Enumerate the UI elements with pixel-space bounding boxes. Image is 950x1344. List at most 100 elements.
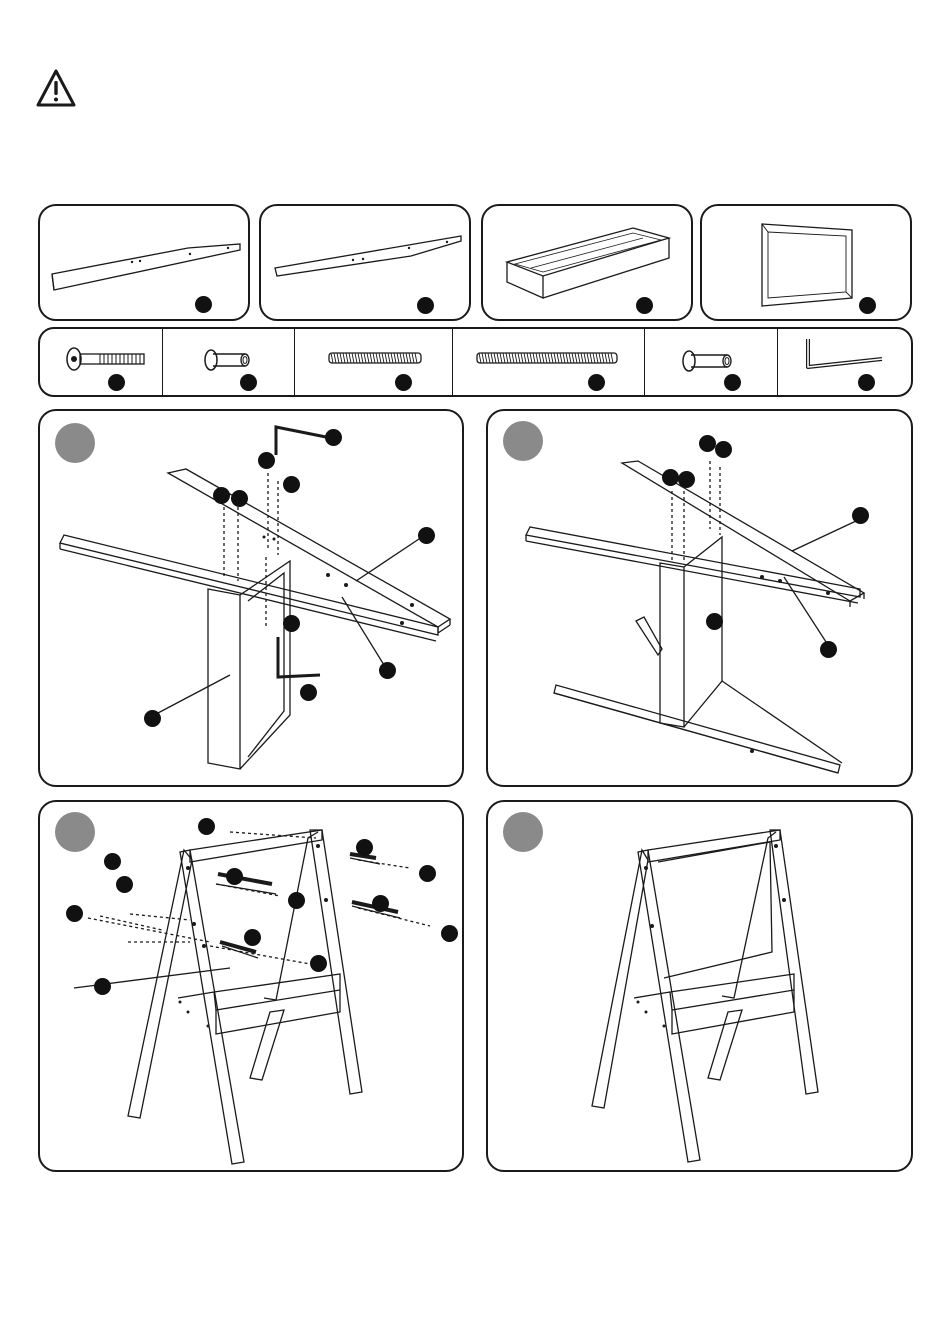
hardware-row (38, 327, 913, 397)
thread-mark (566, 353, 568, 363)
thread-mark (500, 353, 502, 363)
thread-mark (331, 353, 333, 363)
thread-mark (494, 353, 496, 363)
part-marker (662, 469, 679, 486)
warning-triangle-icon (35, 68, 77, 108)
thread-mark (394, 353, 396, 363)
part-marker (244, 929, 261, 946)
part-marker (104, 853, 121, 870)
thread-mark (587, 353, 589, 363)
part-marker (852, 507, 869, 524)
small-barrel-nut-icon (645, 329, 778, 395)
thread-mark (415, 353, 417, 363)
part-marker (116, 876, 133, 893)
part-marker (108, 374, 125, 391)
thread-mark (346, 353, 348, 363)
thread-mark (524, 353, 526, 363)
step-3-panel (38, 800, 464, 1172)
thread-mark (406, 353, 408, 363)
thread-mark (412, 353, 414, 363)
thread-mark (503, 353, 505, 363)
part-marker (379, 662, 396, 679)
thread-mark (479, 353, 481, 363)
thread-mark (337, 353, 339, 363)
thread-mark (518, 353, 520, 363)
hardware-long-bolt (40, 329, 163, 395)
thread-mark (364, 353, 366, 363)
thread-mark (497, 353, 499, 363)
thread-mark (509, 353, 511, 363)
thread-mark (403, 353, 405, 363)
step-1-panel (38, 409, 464, 787)
thread-mark (551, 353, 553, 363)
part-marker (240, 374, 257, 391)
part-marker (636, 297, 653, 314)
part-marker (724, 374, 741, 391)
allen-key-icon (778, 329, 911, 395)
thread-mark (515, 353, 517, 363)
thread-mark (563, 353, 565, 363)
thread-mark (545, 353, 547, 363)
threaded-rod-icon (295, 329, 453, 395)
part-marker (283, 476, 300, 493)
part-marker (288, 892, 305, 909)
part-marker (283, 615, 300, 632)
hardware-barrel-nut (163, 329, 295, 395)
part-marker (678, 471, 695, 488)
part-marker (66, 905, 83, 922)
thread-mark (554, 353, 556, 363)
hardware-allen-key (778, 329, 911, 395)
part-marker (94, 978, 111, 995)
thread-mark (343, 353, 345, 363)
thread-mark (334, 353, 336, 363)
part-marker (198, 818, 215, 835)
thread-mark (382, 353, 384, 363)
thread-mark (349, 353, 351, 363)
thread-mark (527, 353, 529, 363)
thread-mark (533, 353, 535, 363)
thread-mark (584, 353, 586, 363)
thread-mark (605, 353, 607, 363)
part-marker (419, 865, 436, 882)
part-marker (372, 895, 389, 912)
left-leg-board-drawing (40, 206, 252, 323)
thread-mark (397, 353, 399, 363)
thread-mark (358, 353, 360, 363)
thread-mark (370, 353, 372, 363)
thread-mark (506, 353, 508, 363)
thread-mark (361, 353, 363, 363)
thread-mark (557, 353, 559, 363)
thread-mark (593, 353, 595, 363)
thread-mark (539, 353, 541, 363)
board-frame-drawing (702, 206, 914, 323)
part-panel-left-leg (38, 204, 250, 321)
thread-mark (388, 353, 390, 363)
thread-mark (581, 353, 583, 363)
part-marker (418, 527, 435, 544)
part-panel-right-leg (259, 204, 471, 321)
part-panel-board-frame (700, 204, 912, 321)
thread-mark (367, 353, 369, 363)
long-threaded-rod-icon (453, 329, 645, 395)
part-marker (417, 297, 434, 314)
tray-frame-drawing (483, 206, 695, 323)
part-marker (325, 429, 342, 446)
thread-mark (482, 353, 484, 363)
part-marker (395, 374, 412, 391)
thread-mark (608, 353, 610, 363)
part-marker (231, 490, 248, 507)
part-marker (858, 374, 875, 391)
step-4-panel (486, 800, 913, 1172)
thread-mark (560, 353, 562, 363)
thread-mark (376, 353, 378, 363)
hardware-long-threaded-rod (453, 329, 645, 395)
bolt-icon (40, 329, 163, 395)
part-marker (300, 684, 317, 701)
thread-mark (379, 353, 381, 363)
thread-mark (548, 353, 550, 363)
thread-mark (409, 353, 411, 363)
thread-mark (530, 353, 532, 363)
thread-mark (491, 353, 493, 363)
thread-mark (536, 353, 538, 363)
thread-mark (385, 353, 387, 363)
